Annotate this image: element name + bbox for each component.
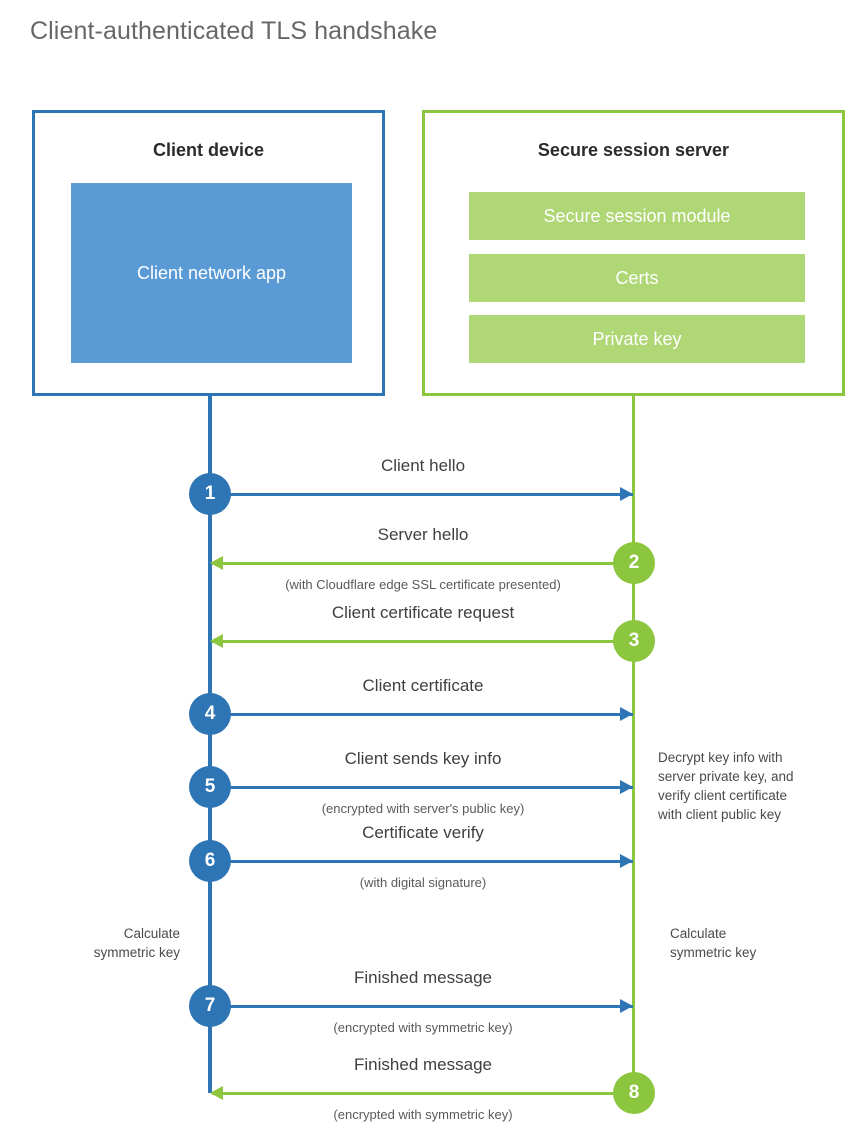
step-5-label: Client sends key info	[344, 749, 502, 768]
step-4-arrow-head	[620, 707, 633, 721]
note-line: server private key, and	[658, 769, 794, 785]
step-node-6[interactable]: 6	[189, 840, 231, 882]
note-line: symmetric key	[93, 945, 180, 961]
note-line: Decrypt key info with	[658, 750, 783, 765]
step-7-label: Finished message	[354, 968, 492, 987]
step-6-arrow-head	[620, 854, 633, 868]
step-3-label: Client certificate request	[331, 603, 515, 622]
step-5-sublabel: (encrypted with server's public key)	[321, 801, 525, 816]
step-5-arrow-line	[210, 786, 633, 789]
step-node-3[interactable]: 3	[613, 620, 655, 662]
note-line: symmetric key	[670, 945, 757, 961]
note-line: verify client certificate	[658, 788, 788, 804]
step-node-4[interactable]: 4	[189, 693, 231, 735]
client-lifeline	[208, 393, 212, 1093]
step-7-arrow-head	[620, 999, 633, 1013]
server-component-private-key: Private key	[469, 315, 805, 363]
client-network-app-block: Client network app	[71, 183, 352, 363]
note-line: Calculate	[123, 926, 180, 941]
server-decrypt-note: Decrypt key info with server private key,…	[658, 748, 833, 825]
step-2-sublabel: (with Cloudflare edge SSL certificate pr…	[285, 577, 561, 592]
step-1-arrow-head	[620, 487, 633, 501]
page-title: Client-authenticated TLS handshake	[30, 17, 438, 45]
server-component-secure-session-module: Secure session module	[469, 192, 805, 240]
note-line: Calculate	[670, 926, 727, 941]
step-3-arrow-line	[212, 640, 633, 643]
step-node-1[interactable]: 1	[189, 473, 231, 515]
step-1-label: Client hello	[380, 456, 466, 475]
step-6-arrow-line	[210, 860, 633, 863]
server-component-certs: Certs	[469, 254, 805, 302]
secure-session-server-box: Secure session server Secure session mod…	[422, 110, 845, 396]
step-1-arrow-line	[210, 493, 633, 496]
step-8-arrow-head	[210, 1086, 223, 1100]
step-4-arrow-line	[210, 713, 633, 716]
step-node-8[interactable]: 8	[613, 1072, 655, 1114]
note-line: with client public key	[658, 807, 782, 823]
step-2-arrow-line	[212, 562, 633, 565]
server-calculate-symmetric-key-note: Calculate symmetric key	[670, 924, 845, 962]
step-node-5[interactable]: 5	[189, 766, 231, 808]
step-2-label: Server hello	[377, 525, 469, 544]
step-7-arrow-line	[210, 1005, 633, 1008]
step-4-label: Client certificate	[362, 676, 484, 695]
step-2-arrow-head	[210, 556, 223, 570]
step-3-arrow-head	[210, 634, 223, 648]
client-device-box: Client device Client network app	[32, 110, 385, 396]
step-node-2[interactable]: 2	[613, 542, 655, 584]
step-8-sublabel: (encrypted with symmetric key)	[333, 1107, 513, 1122]
client-device-title: Client device	[152, 140, 265, 160]
step-7-sublabel: (encrypted with symmetric key)	[333, 1020, 513, 1035]
step-6-sublabel: (with digital signature)	[359, 875, 487, 890]
step-5-arrow-head	[620, 780, 633, 794]
step-node-7[interactable]: 7	[189, 985, 231, 1027]
client-calculate-symmetric-key-note: Calculate symmetric key	[20, 924, 180, 962]
step-8-label: Finished message	[354, 1055, 492, 1074]
secure-session-server-title: Secure session server	[537, 140, 730, 160]
step-8-arrow-line	[212, 1092, 633, 1095]
server-lifeline	[632, 393, 635, 1093]
step-6-label: Certificate verify	[362, 823, 484, 842]
